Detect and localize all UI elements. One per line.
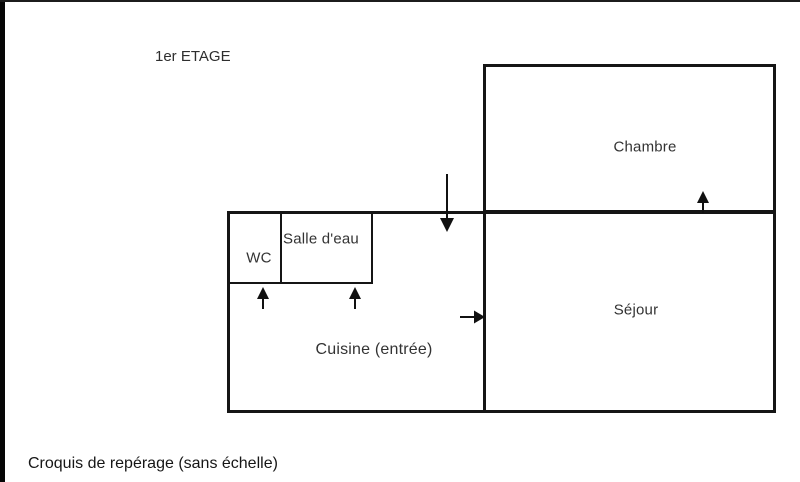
- scan-edge-top: [0, 0, 800, 2]
- room-label-salle-deau: Salle d'eau: [283, 230, 359, 248]
- arrow-right-icon: [460, 309, 486, 325]
- floor-title: 1er ETAGE: [155, 48, 231, 65]
- arrow-up-icon: [256, 287, 270, 309]
- arrow-up-icon: [348, 287, 362, 309]
- wall-cuisine-sejour: [483, 211, 486, 413]
- room-label-sejour: Séjour: [613, 301, 659, 319]
- wall-wc-salle-deau: [280, 211, 282, 284]
- room-label-cuisine: Cuisine (entrée): [315, 341, 433, 358]
- room-label-chambre: Chambre: [613, 138, 677, 156]
- lower-block-walls: [227, 211, 776, 413]
- wc-salle-deau-walls: [227, 211, 373, 284]
- scan-edge-left: [0, 0, 5, 482]
- arrow-up-icon: [696, 191, 710, 213]
- plan-caption: Croquis de repérage (sans échelle): [28, 455, 278, 472]
- room-label-wc: WC: [246, 249, 272, 267]
- arrow-down-icon: [439, 174, 455, 234]
